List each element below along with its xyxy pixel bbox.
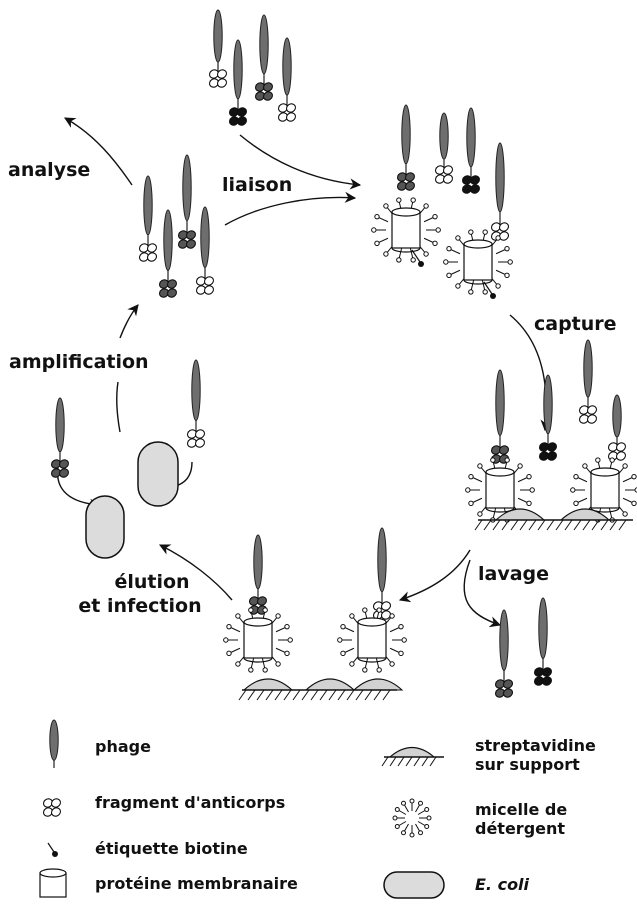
- label-lavage: lavage: [478, 563, 549, 585]
- label-infection: et infection: [78, 595, 201, 617]
- phage-icon: [396, 105, 416, 192]
- detergent-micelle-icon: [393, 799, 431, 837]
- legend-micelle-label: micelle de: [475, 800, 567, 819]
- antibody-fragment-icon: [42, 797, 62, 818]
- legend: phage fragment d'anticorps étiquette bio…: [40, 720, 596, 898]
- antibody-fragment-icon: [277, 102, 297, 123]
- phage-icon: [461, 108, 481, 195]
- membrane-protein-icon: [40, 869, 66, 897]
- phage-icon: [138, 176, 158, 263]
- membrane-protein-icon: [244, 618, 272, 662]
- phage-icon: [372, 528, 392, 621]
- ecoli-icon: [384, 872, 444, 898]
- phage-icon: [177, 155, 197, 250]
- legend-fragment-label: fragment d'anticorps: [95, 793, 285, 812]
- phage-icon: [208, 10, 228, 89]
- antibody-fragment-icon: [50, 458, 70, 479]
- label-analyse: analyse: [8, 159, 90, 181]
- legend-phage-label: phage: [95, 737, 151, 756]
- phage-icon: [490, 143, 510, 242]
- antibody-fragment-icon: [538, 441, 558, 462]
- ecoli-icon: [138, 442, 178, 506]
- antibody-fragment-icon: [494, 678, 514, 699]
- membrane-protein-icon: [358, 618, 386, 662]
- phage-icon: [578, 340, 598, 425]
- arrow-amplification-upper: [120, 305, 138, 338]
- phage-icon: [490, 370, 510, 465]
- membrane-protein-icon: [464, 240, 492, 284]
- antibody-fragment-icon: [254, 81, 274, 102]
- membrane-protein-icon: [591, 468, 619, 512]
- phage-icon: [434, 113, 454, 185]
- phage-icon: [50, 398, 70, 479]
- membrane-protein-icon: [486, 468, 514, 512]
- label-capture: capture: [534, 313, 617, 335]
- phage-icon: [158, 210, 178, 299]
- legend-support-label: sur support: [475, 755, 580, 774]
- membrane-protein-icon: [392, 208, 420, 252]
- streptavidin-support-icon: [382, 748, 444, 767]
- biotin-tag-icon: [48, 843, 58, 857]
- legend-detergent-label: détergent: [475, 819, 565, 838]
- antibody-fragment-icon: [461, 174, 481, 195]
- arrow-amplification-lower: [117, 382, 120, 432]
- micelle-protein-complex: [338, 608, 407, 672]
- antibody-fragment-icon: [138, 242, 158, 263]
- phage-icon: [254, 15, 274, 102]
- legend-ecoli-label: E. coli: [475, 875, 530, 894]
- phage-icon: [277, 38, 297, 123]
- antibody-fragment-icon: [195, 275, 215, 296]
- antibody-fragment-icon: [228, 106, 248, 127]
- phage-icon: [538, 375, 558, 462]
- phage-icon: [248, 535, 268, 616]
- ecoli-icon: [86, 496, 124, 558]
- phage-icon: [186, 360, 206, 449]
- phage-icon: [228, 40, 248, 127]
- arrow-lavage-wash: [400, 550, 470, 600]
- legend-proteine-label: protéine membranaire: [95, 874, 298, 893]
- antibody-fragment-icon: [208, 68, 228, 89]
- micelle-protein-complex: [372, 198, 441, 267]
- antibody-fragment-icon: [158, 278, 178, 299]
- streptavidin-support-icon: [239, 679, 402, 700]
- antibody-fragment-icon: [434, 164, 454, 185]
- antibody-fragment-icon: [186, 428, 206, 449]
- antibody-fragment-icon: [578, 404, 598, 425]
- antibody-fragment-icon: [396, 171, 416, 192]
- antibody-fragment-icon: [177, 229, 197, 250]
- arrow-liaison-2: [225, 197, 355, 225]
- label-elution: élution: [114, 571, 189, 593]
- legend-biotine-label: étiquette biotine: [95, 839, 248, 858]
- antibody-fragment-icon: [533, 666, 553, 687]
- phage-icon: [195, 207, 215, 296]
- legend-streptavidine-label: streptavidine: [475, 736, 596, 755]
- phage-icon: [50, 720, 58, 768]
- label-liaison: liaison: [222, 174, 292, 196]
- label-amplification: amplification: [9, 351, 149, 373]
- phage-icon: [607, 395, 627, 462]
- micelle-protein-complex: [224, 608, 293, 672]
- phage-icon: [533, 598, 553, 687]
